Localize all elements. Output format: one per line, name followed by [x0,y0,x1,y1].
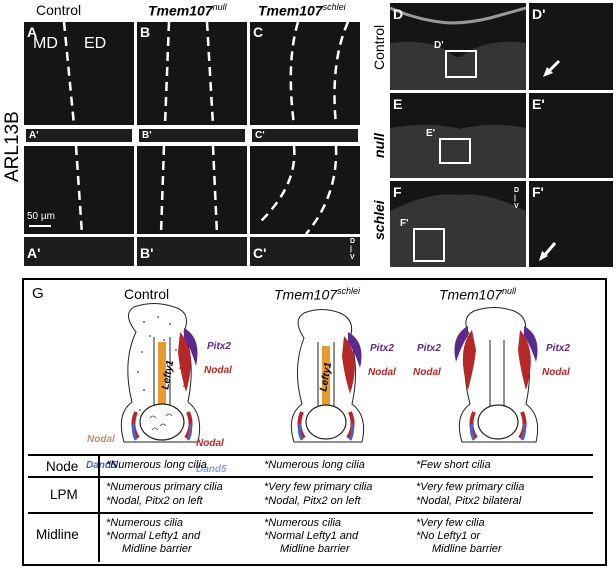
schlei-nodal-label: Nodal [368,367,396,378]
table-row-head-midline: Midline [36,527,79,542]
null-pitx2-left-label: Pitx2 [417,343,441,354]
embryo-title-schlei: Tmem107schlei [274,286,361,303]
panel-e: E E' [390,93,526,178]
panel-a-top: A MD ED [24,22,134,125]
cell-midline-null-2: *No Lefty1 or [416,530,481,542]
control-pitx2-label: Pitx2 [207,341,231,352]
panel-c-top: C [250,22,360,125]
panel-b-top: B [137,22,247,125]
panel-g-schematic: G Control Tmem107schlei Tmem107null Pitx… [22,278,607,566]
panel-c-prime-strip: C' [250,127,360,144]
panel-b-label: B [140,24,151,40]
axis-dv-label-f: D|V [514,187,520,210]
cell-node-control: *Numerous long cilia [106,459,207,471]
axis-dv-label-c: D|V [350,238,356,261]
panel-b-prime: B' [137,237,247,266]
panel-b-prime-strip: B' [137,127,247,144]
control-nodal-right-label: Nodal [196,438,224,449]
panel-a-bottom: 50 µm [24,146,134,234]
table-divider-1 [28,476,593,478]
embryo-schlei-diagram [290,309,365,443]
panel-a-prime-strip: A' [24,127,134,144]
null-nodal-right-label: Nodal [542,367,570,378]
table-row-head-lpm: LPM [50,487,78,502]
control-nodal-left-label: Nodal [87,434,115,445]
cell-lpm-schlei-2: *Nodal, Pitx2 on left [264,495,361,507]
row-label-schlei: schlei [371,200,387,240]
cell-lpm-control-2: *Nodal, Pitx2 on left [106,495,203,507]
panel-b-bottom [137,146,247,234]
cell-lpm-null-2: *Nodal, Pitx2 bilateral [416,495,522,507]
embryo-title-control: Control [124,286,170,302]
panel-d: D D' [390,3,526,90]
cell-node-schlei: *Numerous long cilia [264,459,365,471]
row-label-control: Control [371,24,387,70]
cell-midline-schlei-3: Midline barrier [280,543,350,555]
embryo-null-diagram [454,307,539,443]
table-row-head-node: Node [46,459,79,474]
table-divider-vertical [98,454,100,562]
column-title-control: Control [36,2,82,18]
panel-e-prime: E' [529,93,613,178]
control-dand5-right-label: Dand5 [196,464,227,475]
cell-lpm-null-1: *Very few primary cilia [416,481,525,493]
embryo-title-null: Tmem107null [439,286,517,303]
cell-lpm-schlei-1: *Very few primary cilia [264,481,373,493]
panel-d-prime: D' [529,3,613,90]
null-pitx2-right-label: Pitx2 [546,343,570,354]
panel-f-prime: F' [529,181,613,267]
cell-midline-control-2: *Normal Lefty1 and [106,530,201,542]
panel-c-label: C [253,24,264,40]
arl13b-side-label: ARL13B [2,111,23,182]
cell-midline-null-3: Midline barrier [432,543,502,555]
cell-midline-schlei-1: *Numerous cilia [264,517,342,529]
cell-midline-control-3: Midline barrier [122,543,192,555]
cell-midline-control-1: *Numerous cilia [106,517,184,529]
cell-midline-null-1: *Very few cilia [416,517,485,529]
schlei-pitx2-label: Pitx2 [370,343,394,354]
panel-a-prime: A' [24,237,134,266]
panel-a-label: A [27,24,38,40]
control-dand5-left-label: Dand5 [86,460,117,471]
scale-bar-label: 50 µm [27,211,55,222]
panel-g-label: G [32,285,44,302]
ed-label: ED [84,35,107,52]
panel-c-bottom [250,146,360,234]
cell-midline-schlei-2: *Normal Lefty1 and [264,530,359,542]
embryo-control-diagram [120,303,201,443]
cell-node-null: *Few short cilia [416,459,491,471]
table-divider-2 [28,512,593,514]
column-title-null: Tmem107null [148,2,227,19]
panel-f: F F' D|V [390,181,526,267]
column-title-schlei: Tmem107schlei [258,2,346,19]
table-divider-top [28,454,593,456]
control-nodal-label: Nodal [204,365,232,376]
row-label-null: null [371,133,387,158]
md-label: MD [33,35,58,52]
cell-lpm-control-1: *Numerous primary cilia [106,481,223,493]
panel-c-prime: C' D|V [250,237,360,266]
null-nodal-left-label: Nodal [413,367,441,378]
